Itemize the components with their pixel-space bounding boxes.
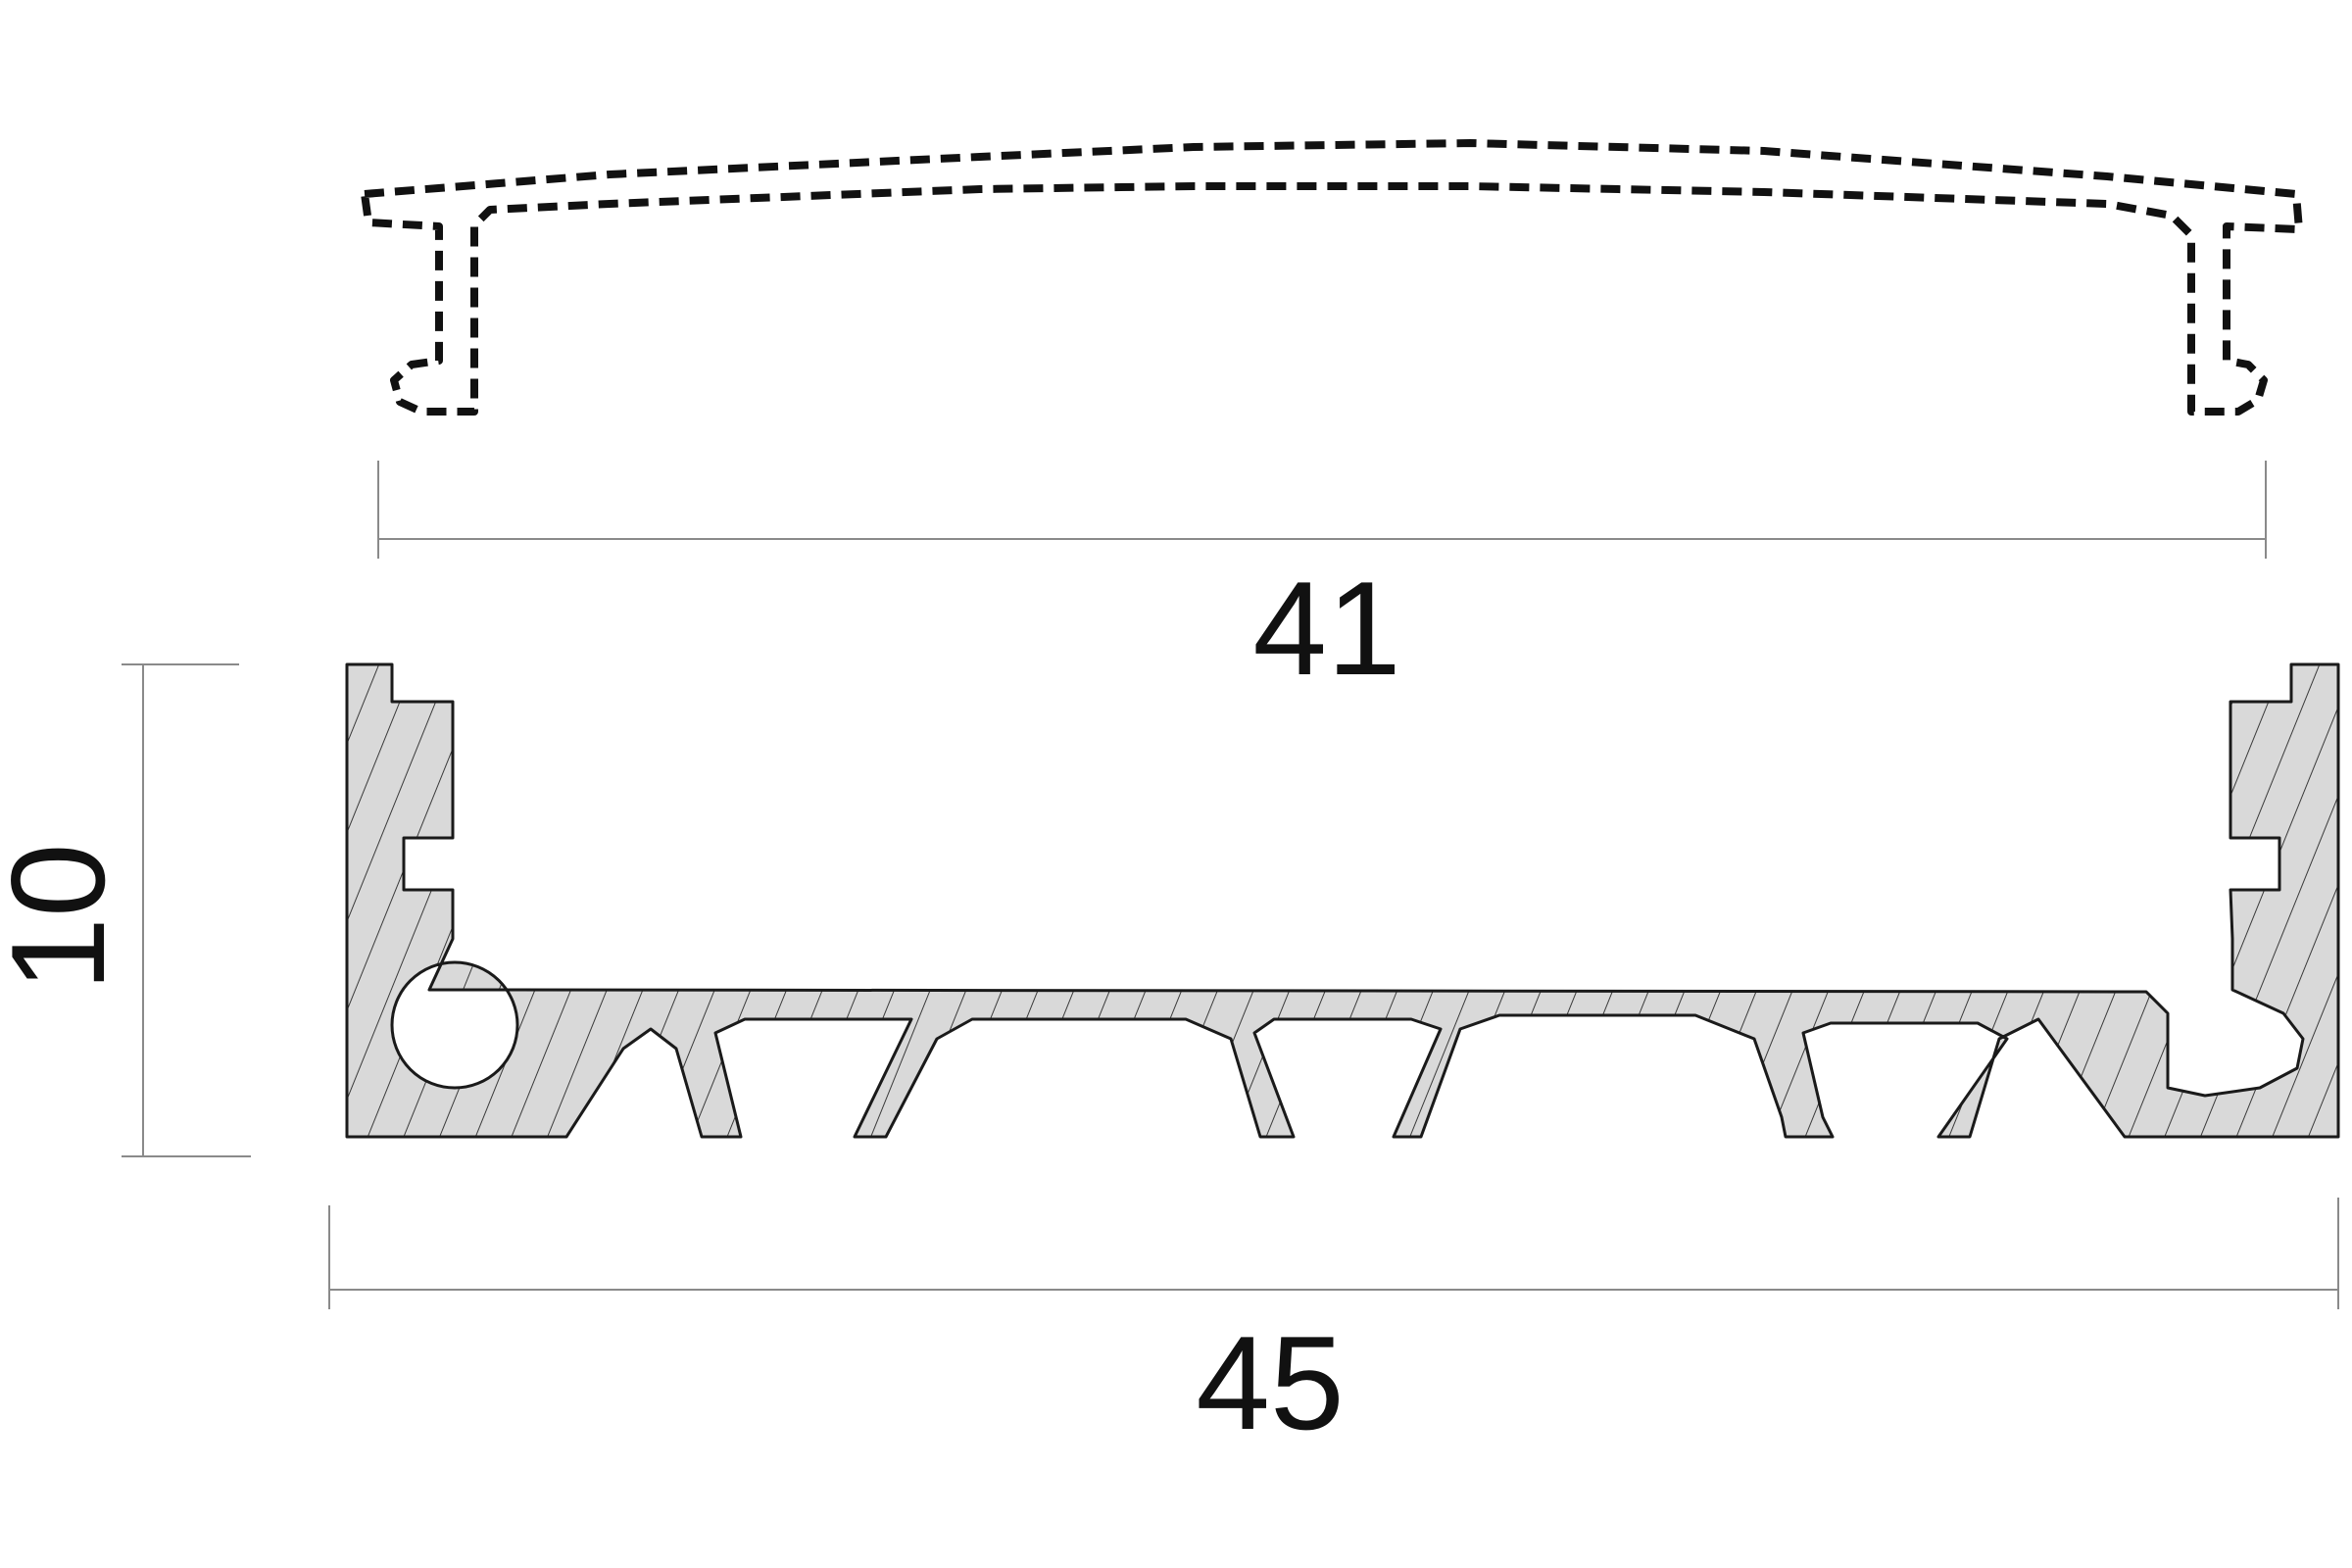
profile-cross-section <box>345 662 2340 1139</box>
cover-outline-outer <box>361 139 2303 416</box>
cover-width-dimension: 41 <box>377 461 2267 703</box>
cover-width-label: 41 <box>1252 554 1400 703</box>
profile-height-label: 10 <box>0 843 132 991</box>
diffuser-cover <box>361 139 2303 416</box>
profile-width-label: 45 <box>1196 1308 1344 1457</box>
aluminium-profile <box>345 662 2340 1139</box>
profile-height-dimension: 10 <box>0 663 251 1157</box>
profile-width-dimension: 45 <box>328 1198 2339 1457</box>
